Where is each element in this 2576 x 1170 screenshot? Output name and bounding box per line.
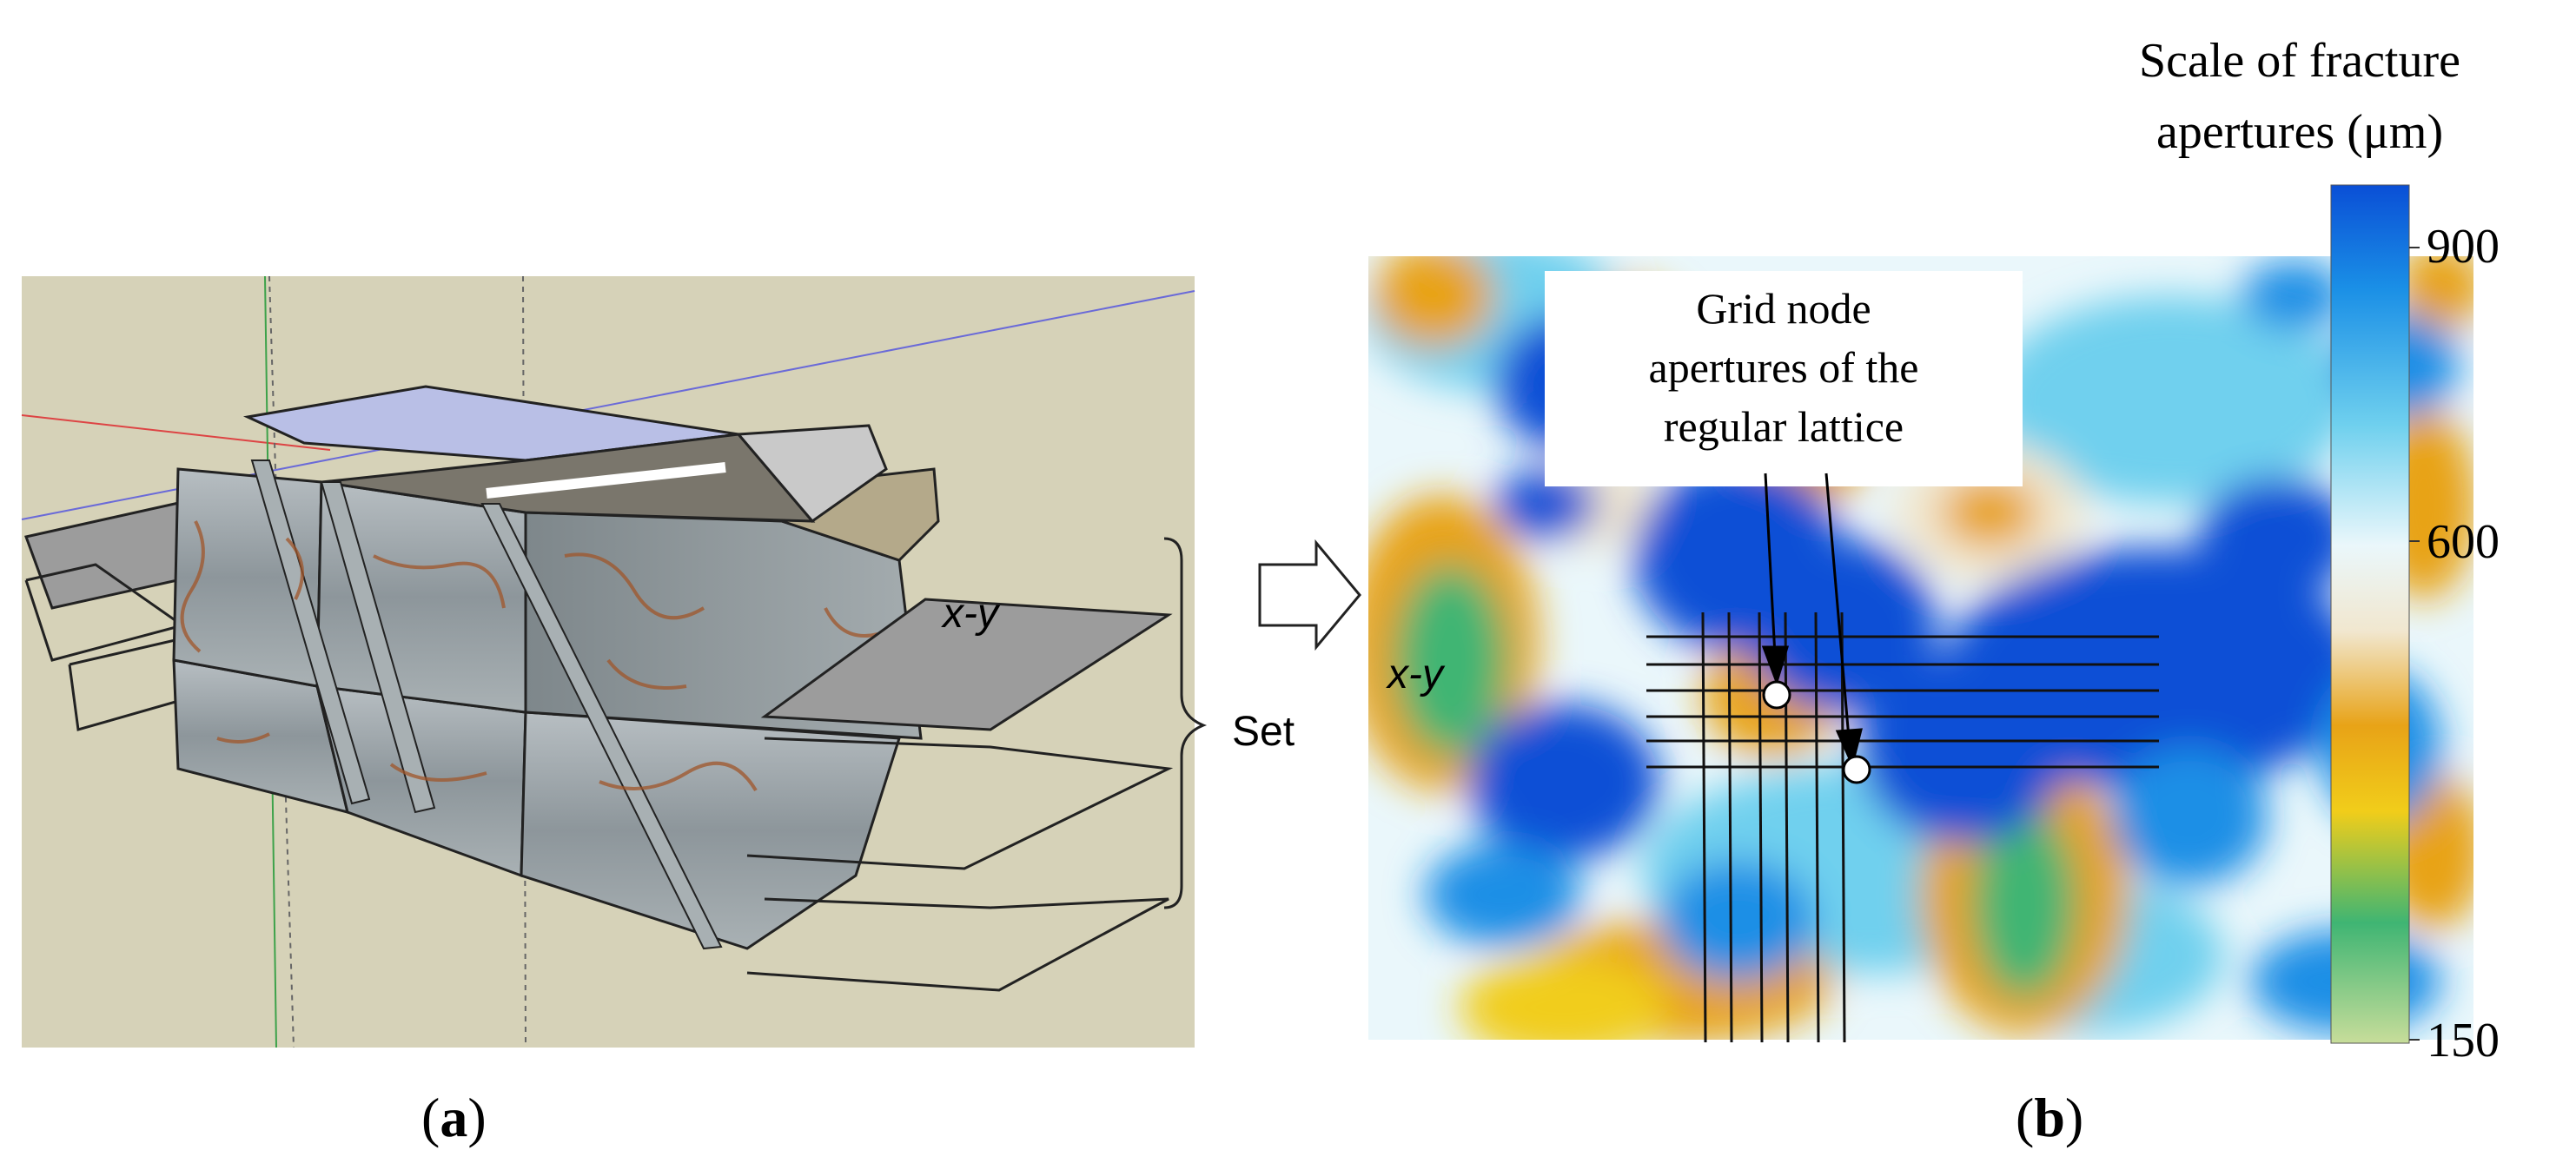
fracture-strip-3 bbox=[480, 503, 723, 950]
fracture-strip-2 bbox=[320, 481, 436, 814]
panel-b-label: (b) bbox=[2016, 1087, 2083, 1148]
set-brace bbox=[1163, 537, 1208, 909]
regular-lattice bbox=[1646, 611, 2159, 1043]
rust-marks bbox=[180, 520, 878, 792]
axis-red-line bbox=[21, 414, 331, 451]
fracture-white-strip bbox=[486, 462, 726, 499]
callout-line-2: apertures of the bbox=[1649, 343, 1919, 392]
callout-box bbox=[1545, 271, 2023, 486]
panel-a-plane-label: x-y bbox=[941, 591, 1001, 637]
panel-b-plane-label: x-y bbox=[1386, 651, 1446, 697]
xy-plane-front bbox=[760, 598, 1173, 731]
fracture-strip-1 bbox=[250, 459, 371, 805]
colorbar-tick-600: 600 bbox=[2427, 515, 2500, 569]
arrow-to-panel-b bbox=[1258, 539, 1361, 651]
panel-a: x-y Set (a) bbox=[21, 275, 1295, 1148]
panel-b: Grid node apertures of the regular latti… bbox=[1368, 256, 2473, 1148]
colorbar: Scale of fracture apertures (μm) 900 600… bbox=[2139, 34, 2500, 1068]
set-label: Set bbox=[1232, 709, 1295, 755]
colorbar-bar bbox=[2330, 184, 2410, 1044]
callout-arrows bbox=[1761, 473, 1863, 769]
plane-outline-4 bbox=[746, 737, 1174, 870]
callout-line-1: Grid node bbox=[1696, 284, 1871, 333]
colorbar-title-line-1: Scale of fracture bbox=[2139, 34, 2460, 88]
top-face-right bbox=[735, 424, 888, 524]
plane-outline-5 bbox=[746, 897, 1169, 992]
panel-a-label: (a) bbox=[421, 1087, 487, 1148]
grid-node-1 bbox=[1762, 680, 1791, 710]
grid-node-2 bbox=[1842, 755, 1871, 784]
colorbar-title-line-2: apertures (μm) bbox=[2156, 105, 2443, 159]
colorbar-tick-900: 900 bbox=[2427, 220, 2500, 274]
callout-line-3: regular lattice bbox=[1664, 402, 1904, 451]
colorbar-tick-150: 150 bbox=[2427, 1014, 2500, 1068]
colorbar-ticks bbox=[2409, 247, 2420, 1041]
